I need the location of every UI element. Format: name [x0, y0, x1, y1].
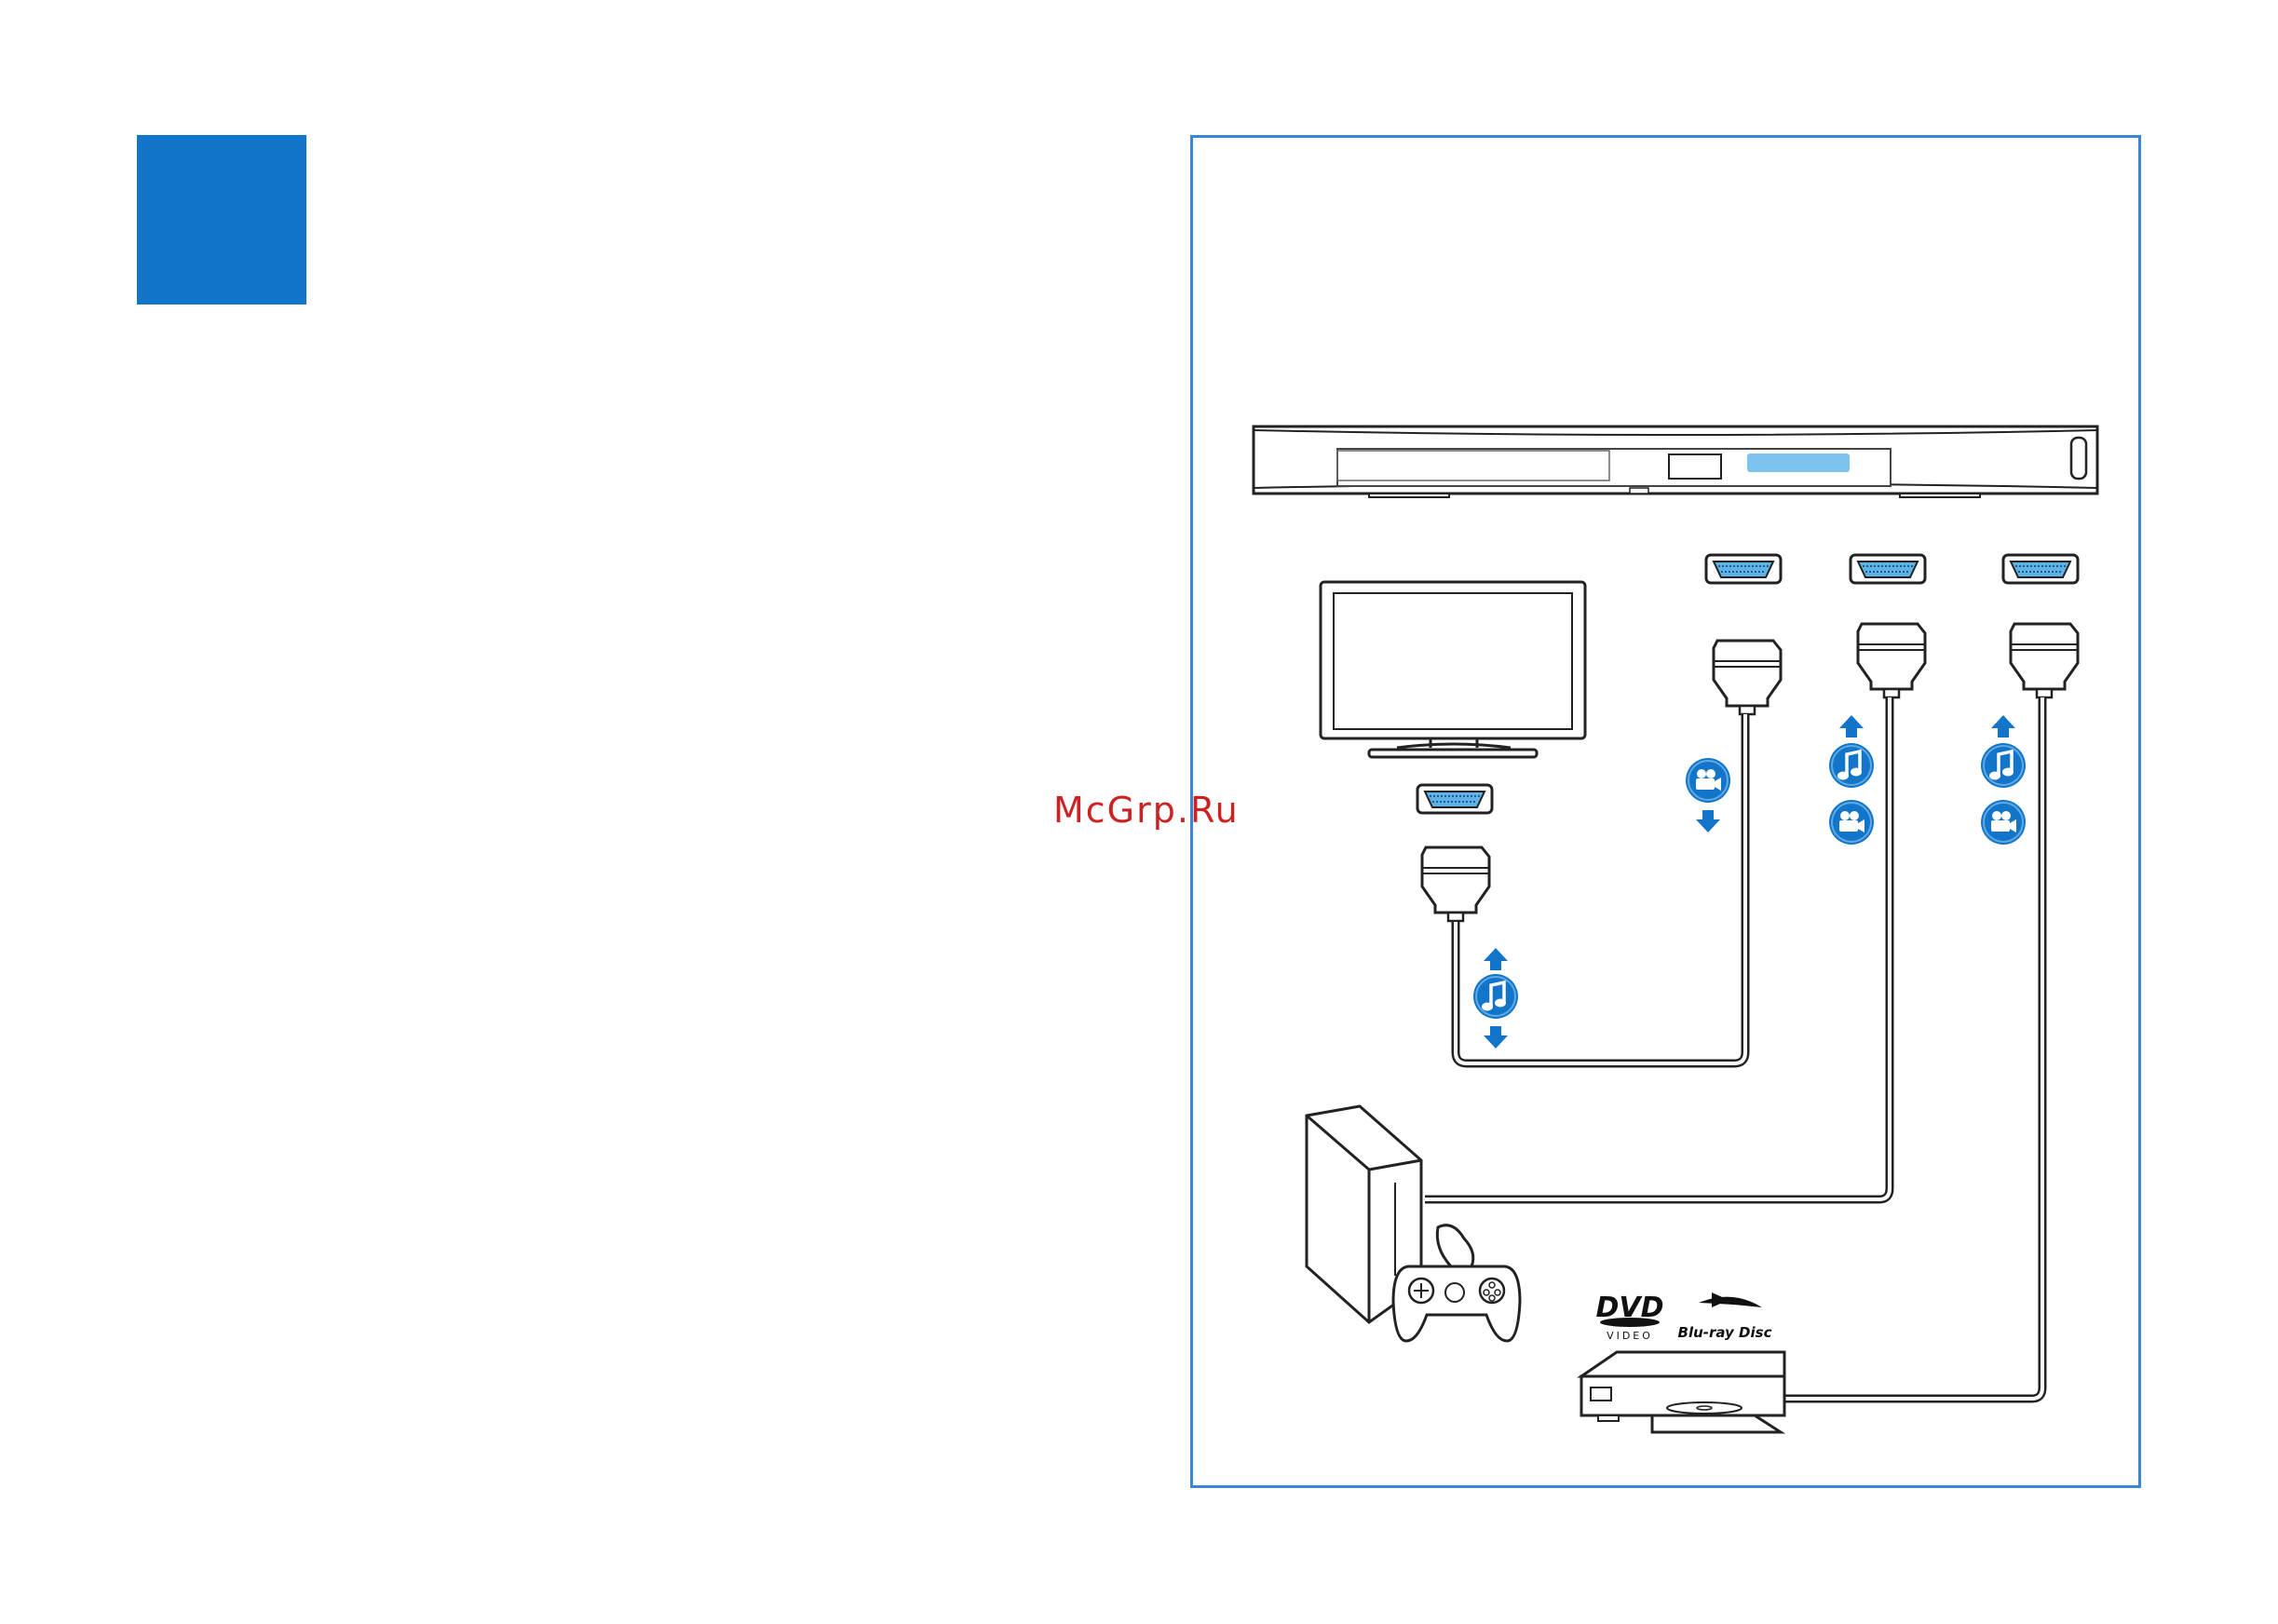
hdmi-in2-socket-icon: [2003, 555, 2078, 583]
arrow-down-icon: [1696, 810, 1720, 832]
hdmi-in1-socket-icon: [1851, 555, 1925, 583]
hdmi-out-socket-icon: [1706, 555, 1781, 583]
arrow-down-icon: [1484, 1026, 1508, 1049]
video-icon: [1981, 800, 2026, 845]
music-icon: [1829, 743, 1874, 788]
music-icon: [1473, 974, 1518, 1019]
tv-device: [1321, 582, 1585, 757]
dvd-video-subtext: VIDEO: [1607, 1330, 1653, 1342]
disc-player-device: [1581, 1352, 1784, 1432]
hdmi-plug-icon: [1422, 847, 1489, 921]
hdmi-plug-icon: [1858, 624, 1925, 697]
bluray-logo-text: Blu-ray Disc: [1678, 1324, 1772, 1341]
hdmi-plug-icon: [2011, 624, 2078, 697]
arrow-up-icon: [1839, 715, 1864, 738]
arrow-up-icon: [1484, 948, 1508, 970]
tv-hdmi-socket-icon: [1417, 785, 1492, 813]
arrow-up-icon: [1991, 715, 2015, 738]
video-icon: [1686, 758, 1730, 803]
hdmi-plug-icon: [1714, 641, 1781, 714]
bluray-logo: Blu-ray Disc: [1678, 1292, 1772, 1341]
music-icon: [1981, 743, 2026, 788]
soundbar-device: [1254, 426, 2097, 497]
watermark-text: McGrp.Ru: [1053, 790, 1240, 831]
video-icon: [1829, 800, 1874, 845]
dvd-video-logo: DVD VIDEO: [1595, 1292, 1663, 1342]
